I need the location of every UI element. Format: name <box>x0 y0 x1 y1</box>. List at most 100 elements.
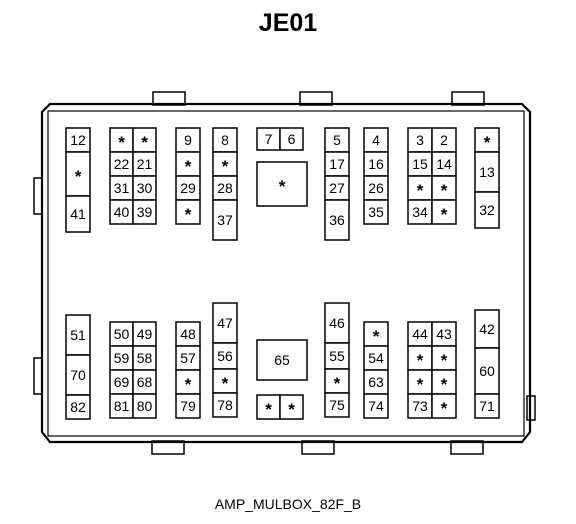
fuse-number: 2 <box>440 132 448 148</box>
fuse-slot-12: 12 <box>65 127 91 153</box>
fuse-slot-69: 69 <box>109 369 134 395</box>
fuse-slot-box <box>431 199 457 225</box>
diagram-title: JE01 <box>258 9 318 37</box>
fuse-number: 43 <box>436 326 452 342</box>
unused-slot-marker: * <box>441 375 448 394</box>
fuse-slot-59: 59 <box>109 345 134 371</box>
fuse-slot-75: 75 <box>324 392 350 418</box>
fuse-number: 30 <box>137 180 153 196</box>
fuse-number: 56 <box>217 348 233 364</box>
fuse-slot-box <box>65 394 91 420</box>
fuse-slot-box <box>474 191 500 229</box>
fuse-slot-78: 78 <box>212 392 238 418</box>
fuse-slot-17: 17 <box>324 151 350 177</box>
fuse-number: 32 <box>479 202 495 218</box>
fuse-slot-79: 79 <box>175 393 201 419</box>
fuse-slot-36: 36 <box>324 199 350 241</box>
unused-slot-marker: * <box>118 133 125 152</box>
unused-slot-marker: * <box>417 351 424 370</box>
fuse-slot-68: 68 <box>132 369 157 395</box>
fuse-slot-26: 26 <box>363 175 389 201</box>
unused-slot-marker: * <box>441 205 448 224</box>
fuse-slot-s-center-top: * <box>256 161 308 207</box>
fuse-number: 69 <box>114 374 130 390</box>
fuse-slot-s-d2: * <box>212 368 238 394</box>
fuse-slot-74: 74 <box>363 393 389 419</box>
fuse-slot-box <box>175 369 201 395</box>
fuse-slot-27: 27 <box>324 175 350 201</box>
unused-slot-marker: * <box>222 157 229 176</box>
fuse-slot-box <box>175 151 201 177</box>
fuse-slot-box <box>132 393 157 419</box>
fuse-number: 78 <box>217 397 233 413</box>
fuse-slot-box <box>363 369 389 395</box>
fuse-slot-box <box>324 199 350 241</box>
fuse-number: 36 <box>329 212 345 228</box>
fuse-slot-box <box>175 393 201 419</box>
fuse-number: 41 <box>70 206 86 222</box>
fuse-slot-16: 16 <box>363 151 389 177</box>
fuse-slot-box <box>65 195 91 233</box>
fuse-slot-8: 8 <box>212 127 238 153</box>
left-tab-2 <box>33 357 43 395</box>
fuse-slot-s-i1: * <box>474 127 500 153</box>
fuse-slot-box <box>212 199 238 241</box>
fuse-number: 17 <box>329 156 345 172</box>
unused-slot-marker: * <box>265 400 272 419</box>
fuse-number: 44 <box>412 326 428 342</box>
fuse-slot-s-h5: * <box>431 345 457 371</box>
fuse-slot-box <box>212 127 238 153</box>
fuse-slot-82: 82 <box>65 394 91 420</box>
fuse-number: 59 <box>114 350 130 366</box>
fuse-slot-s-c3: * <box>175 369 201 395</box>
fuse-number: 6 <box>288 131 296 147</box>
fuse-slot-box <box>431 369 457 395</box>
fuse-slot-box <box>407 175 433 201</box>
fuse-number: 31 <box>114 180 130 196</box>
fuse-slot-32: 32 <box>474 191 500 229</box>
fuse-slot-box <box>132 199 157 225</box>
fuse-slot-4: 4 <box>363 127 389 153</box>
fuse-slot-14: 14 <box>431 151 457 177</box>
fuse-slot-box <box>363 321 389 347</box>
fuse-slot-s-e2: * <box>279 394 304 420</box>
unused-slot-marker: * <box>334 374 341 393</box>
fuse-slot-34: 34 <box>407 199 433 225</box>
fuse-number: 37 <box>217 212 233 228</box>
fuse-slot-31: 31 <box>109 175 134 201</box>
fuse-slot-box <box>212 342 238 370</box>
unused-slot-marker: * <box>441 181 448 200</box>
fuse-slot-48: 48 <box>175 321 201 347</box>
fuse-slot-47: 47 <box>212 302 238 344</box>
fuse-slot-22: 22 <box>109 151 134 177</box>
unused-slot-marker: * <box>441 351 448 370</box>
unused-slot-marker: * <box>288 400 295 419</box>
unused-slot-marker: * <box>185 205 192 224</box>
fuse-slot-15: 15 <box>407 151 433 177</box>
fuse-number: 58 <box>137 350 153 366</box>
fuse-number: 15 <box>412 156 428 172</box>
unused-slot-marker: * <box>484 133 491 152</box>
fuse-slot-s-b2: * <box>132 127 157 153</box>
fuse-number: 42 <box>479 321 495 337</box>
fuse-slot-60: 60 <box>474 347 500 395</box>
fuse-slot-box <box>175 127 201 153</box>
fuse-slot-box <box>363 151 389 177</box>
fuse-slot-2: 2 <box>431 127 457 153</box>
fuse-number: 71 <box>479 398 495 414</box>
fuse-number: 73 <box>412 398 428 414</box>
fuse-slot-39: 39 <box>132 199 157 225</box>
unused-slot-marker: * <box>141 133 148 152</box>
fuse-slot-s-h8: * <box>431 393 457 419</box>
fuse-slot-30: 30 <box>132 175 157 201</box>
fuse-number: 65 <box>274 352 290 368</box>
fuse-number: 82 <box>70 399 86 415</box>
fuse-slot-35: 35 <box>363 199 389 225</box>
fuse-slot-42: 42 <box>474 309 500 349</box>
fuse-slot-13: 13 <box>474 151 500 193</box>
unused-slot-marker: * <box>417 375 424 394</box>
fuse-slot-box <box>474 151 500 193</box>
fuse-number: 12 <box>70 132 86 148</box>
fuse-number: 68 <box>137 374 153 390</box>
